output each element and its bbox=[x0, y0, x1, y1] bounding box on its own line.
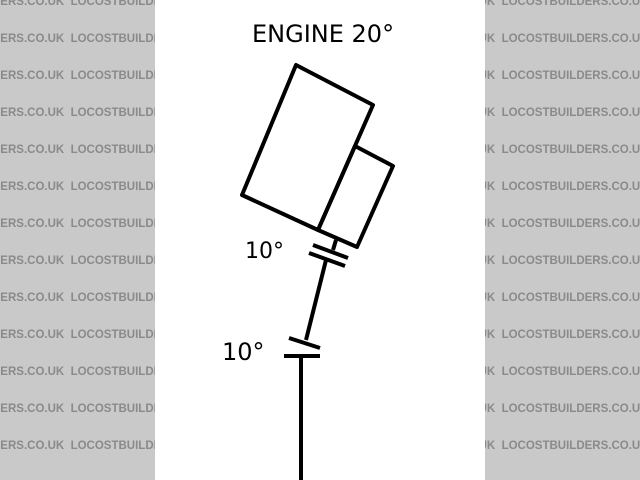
watermark-row: DERS.CO.UK LOCOSTBUILDERS.CO.UK bbox=[485, 255, 640, 267]
watermark-row: DERS.CO.UK LOCOSTBUILDERS.CO.UK bbox=[0, 255, 155, 267]
watermark-row: DERS.CO.UK LOCOSTBUILDERS.CO.UK bbox=[485, 218, 640, 230]
lower-universal-joint bbox=[284, 336, 321, 358]
watermark-row: DERS.CO.UK LOCOSTBUILDERS.CO.UK bbox=[485, 440, 640, 452]
watermark-row: DERS.CO.UK LOCOSTBUILDERS.CO.UK bbox=[485, 70, 640, 82]
watermark-row: DERS.CO.UK LOCOSTBUILDERS.CO.UK bbox=[485, 329, 640, 341]
drawing-canvas: ENGINE 20° 10° 10° bbox=[155, 0, 485, 480]
watermark-panel-right: DERS.CO.UK LOCOSTBUILDERS.CO.UK DERS.CO.U… bbox=[485, 0, 640, 480]
watermark-row: DERS.CO.UK LOCOSTBUILDERS.CO.UK bbox=[485, 144, 640, 156]
lower-angle-label: 10° bbox=[222, 338, 265, 366]
watermark-row: DERS.CO.UK LOCOSTBUILDERS.CO.UK bbox=[485, 403, 640, 415]
upper-universal-joint bbox=[308, 239, 349, 268]
watermark-row: DERS.CO.UK LOCOSTBUILDERS.CO.UK bbox=[485, 107, 640, 119]
watermark-row: DERS.CO.UK LOCOSTBUILDERS.CO.UK bbox=[485, 0, 640, 8]
watermark-row: DERS.CO.UK LOCOSTBUILDERS.CO.UK bbox=[485, 33, 640, 45]
watermark-row: DERS.CO.UK LOCOSTBUILDERS.CO.UK bbox=[0, 403, 155, 415]
watermark-row: DERS.CO.UK LOCOSTBUILDERS.CO.UK bbox=[0, 33, 155, 45]
watermark-row: DERS.CO.UK LOCOSTBUILDERS.CO.UK bbox=[0, 107, 155, 119]
driveline-diagram: ENGINE 20° 10° 10° bbox=[222, 20, 395, 480]
watermark-row: DERS.CO.UK LOCOSTBUILDERS.CO.UK bbox=[0, 218, 155, 230]
watermark-row: DERS.CO.UK LOCOSTBUILDERS.CO.UK bbox=[0, 70, 155, 82]
gearbox bbox=[316, 144, 395, 249]
upper-angle-label: 10° bbox=[245, 239, 284, 264]
watermark-row: DERS.CO.UK LOCOSTBUILDERS.CO.UK bbox=[485, 181, 640, 193]
watermark-row: DERS.CO.UK LOCOSTBUILDERS.CO.UK bbox=[485, 366, 640, 378]
diagram-title: ENGINE 20° bbox=[252, 20, 394, 48]
watermark-row: DERS.CO.UK LOCOSTBUILDERS.CO.UK bbox=[0, 440, 155, 452]
watermark-row: DERS.CO.UK LOCOSTBUILDERS.CO.UK bbox=[485, 292, 640, 304]
watermark-row: DERS.CO.UK LOCOSTBUILDERS.CO.UK bbox=[0, 366, 155, 378]
propshaft bbox=[304, 259, 328, 341]
watermark-row: DERS.CO.UK LOCOSTBUILDERS.CO.UK bbox=[0, 0, 155, 8]
watermark-row: DERS.CO.UK LOCOSTBUILDERS.CO.UK bbox=[0, 181, 155, 193]
watermark-row: DERS.CO.UK LOCOSTBUILDERS.CO.UK bbox=[0, 144, 155, 156]
watermark-panel-left: DERS.CO.UK LOCOSTBUILDERS.CO.UK DERS.CO.U… bbox=[0, 0, 155, 480]
watermark-row: DERS.CO.UK LOCOSTBUILDERS.CO.UK bbox=[0, 292, 155, 304]
watermark-row: DERS.CO.UK LOCOSTBUILDERS.CO.UK bbox=[0, 329, 155, 341]
